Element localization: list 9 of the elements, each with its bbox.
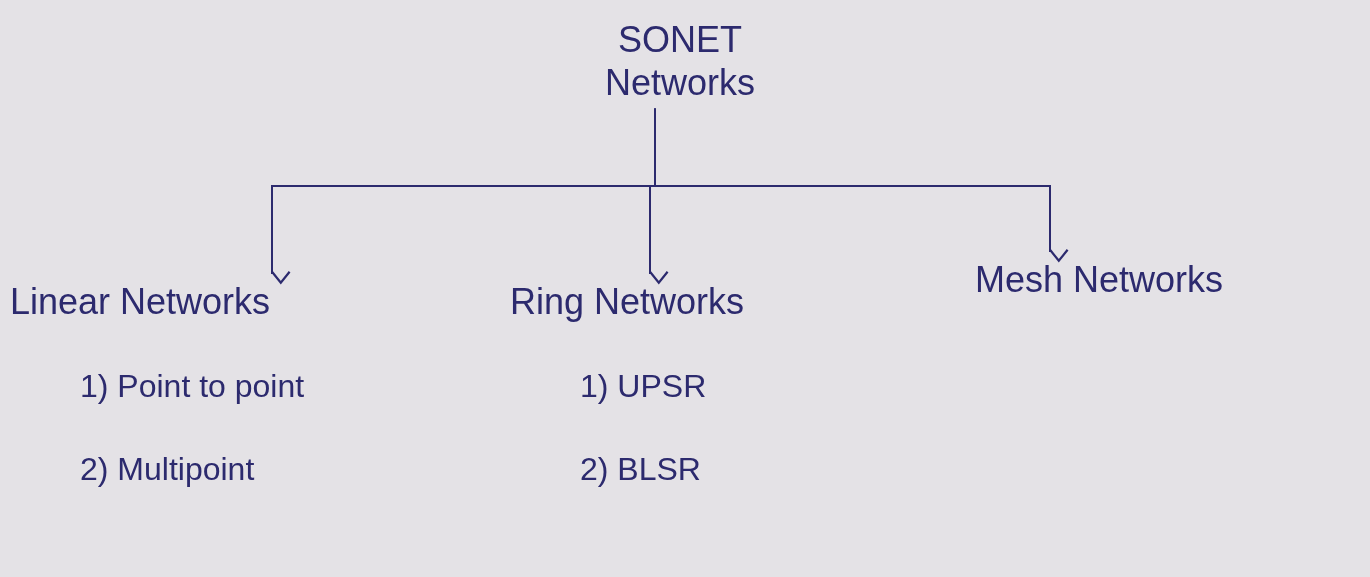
node-label: SONET Networks (604, 18, 756, 105)
list-item: 2) BLSR (580, 449, 701, 488)
node-label: Mesh Networks (975, 258, 1224, 302)
node-label: Linear Networks (10, 280, 271, 324)
arrow (654, 107, 1069, 262)
list-item: 2) Multipoint (80, 449, 255, 488)
list-item: 1) Point to point (80, 367, 305, 406)
node-label: Ring Networks (510, 280, 745, 324)
list-item: 1) UPSR (580, 367, 707, 406)
